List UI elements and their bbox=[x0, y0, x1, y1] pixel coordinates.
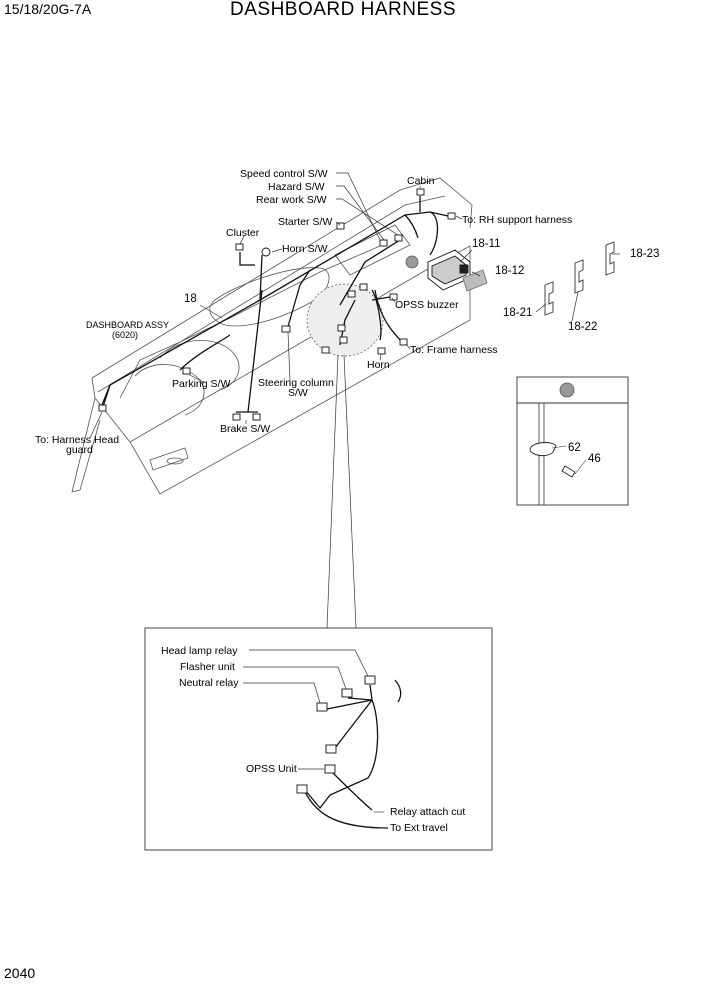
label-18-22: 18-22 bbox=[568, 321, 597, 333]
connectors bbox=[98, 188, 456, 421]
label-18-11: 18-11 bbox=[472, 238, 501, 250]
label-rear-work: Rear work S/W bbox=[256, 194, 327, 206]
clamp-marker bbox=[405, 255, 419, 269]
label-18-21: 18-21 bbox=[503, 307, 532, 319]
label-rh-support: To: RH support harness bbox=[462, 214, 572, 226]
label-hazard: Hazard S/W bbox=[268, 181, 325, 193]
inset-detail-box: Head lamp relay Flasher unit Neutral rel… bbox=[144, 627, 493, 851]
label-frame-harness: To: Frame harness bbox=[410, 344, 498, 356]
label-cluster: Cluster bbox=[226, 227, 260, 239]
label-horn: Horn bbox=[367, 359, 390, 371]
label-62: 62 bbox=[568, 442, 581, 454]
label-brake: Brake S/W bbox=[220, 423, 270, 435]
page-number: 2040 bbox=[4, 965, 36, 981]
label-opss-buzzer: OPSS buzzer bbox=[395, 299, 459, 311]
label-harness-head-guard: guard bbox=[66, 444, 93, 456]
label-18: 18 bbox=[184, 293, 197, 305]
main-labels: Speed control S/W Hazard S/W Rear work S… bbox=[35, 168, 659, 456]
leader-lines bbox=[89, 172, 620, 629]
label-steering-sw: S/W bbox=[288, 387, 308, 399]
label-opss-unit: OPSS Unit bbox=[246, 763, 297, 775]
clips bbox=[544, 241, 615, 316]
label-parking: Parking S/W bbox=[172, 378, 230, 390]
label-neutral-relay: Neutral relay bbox=[179, 677, 239, 689]
page-title: DASHBOARD HARNESS bbox=[230, 0, 456, 20]
label-head-lamp-relay: Head lamp relay bbox=[161, 645, 238, 657]
label-18-12: 18-12 bbox=[495, 265, 524, 277]
label-horn-sw: Horn S/W bbox=[282, 243, 328, 255]
label-steering-column: Steering column bbox=[258, 377, 334, 389]
label-to-ext-travel: To Ext travel bbox=[390, 822, 448, 834]
model-number: 15/18/20G-7A bbox=[4, 1, 92, 17]
harness-wires bbox=[101, 196, 449, 413]
label-cabin: Cabin bbox=[407, 175, 435, 187]
label-46: 46 bbox=[588, 453, 601, 465]
label-speed-control: Speed control S/W bbox=[240, 168, 328, 180]
label-starter: Starter S/W bbox=[278, 216, 332, 228]
opss-buzzer-module bbox=[427, 249, 488, 292]
label-flasher-unit: Flasher unit bbox=[180, 661, 235, 673]
label-dashboard-assy-code: (6020) bbox=[112, 330, 138, 340]
clamp-detail-box: 62 46 bbox=[516, 376, 629, 506]
label-relay-attach-cut: Relay attach cut bbox=[390, 806, 465, 818]
label-harness-head: To: Harness Head bbox=[35, 434, 119, 446]
label-18-23: 18-23 bbox=[630, 248, 659, 260]
label-dashboard-assy: DASHBOARD ASSY bbox=[86, 320, 169, 330]
